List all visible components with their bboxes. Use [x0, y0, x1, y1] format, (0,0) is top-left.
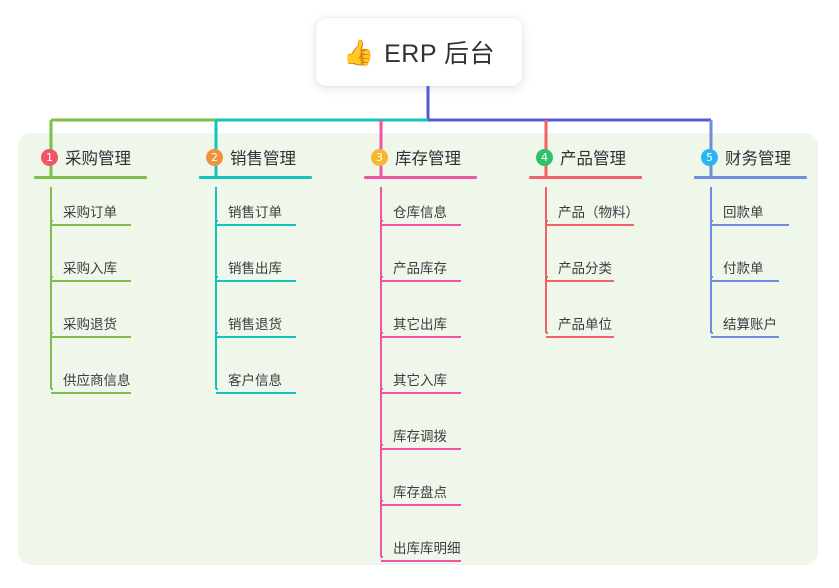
branch-item-label: 库存调拨	[393, 429, 447, 444]
branch-column-1: 1 采购管理采购订单采购入库采购退货供应商信息	[26, 145, 147, 403]
branch-item[interactable]: 采购退货	[26, 291, 147, 347]
branch-item-list: 产品（物料） 产品分类产品单位	[521, 179, 642, 347]
branch-item[interactable]: 出库库明细	[356, 515, 477, 571]
branch-header-1[interactable]: 1 采购管理	[26, 145, 147, 169]
diagram-panel	[18, 133, 818, 565]
branch-item-label: 采购入库	[63, 261, 117, 276]
branch-item-underline	[51, 224, 131, 226]
branch-item[interactable]: 销售退货	[191, 291, 312, 347]
branch-item[interactable]: 其它入库	[356, 347, 477, 403]
branch-item-label: 产品库存	[393, 261, 447, 276]
branch-item-label: 其它出库	[393, 317, 447, 332]
branch-item[interactable]: 供应商信息	[26, 347, 147, 403]
branch-item-underline	[51, 392, 131, 394]
branch-item-underline	[546, 224, 634, 226]
branch-item-underline	[51, 280, 131, 282]
branch-title: 财务管理	[725, 150, 791, 168]
branch-title: 采购管理	[65, 150, 131, 168]
branch-item-underline	[381, 336, 461, 338]
branch-item-underline	[216, 224, 296, 226]
branch-number-badge: 3	[371, 148, 388, 166]
branch-column-5: 5 财务管理回款单付款单结算账户	[686, 145, 807, 347]
branch-item[interactable]: 付款单	[686, 235, 807, 291]
branch-column-2: 2 销售管理销售订单销售出库销售退货客户信息	[191, 145, 312, 403]
branch-number-badge: 1	[41, 148, 58, 166]
branch-header-2[interactable]: 2 销售管理	[191, 145, 312, 169]
branch-item-label: 销售出库	[228, 261, 282, 276]
branch-title: 产品管理	[560, 150, 626, 168]
branch-item-underline	[216, 392, 296, 394]
branch-item-label: 结算账户	[723, 317, 777, 332]
branch-item-label: 供应商信息	[63, 373, 131, 388]
branch-item[interactable]: 客户信息	[191, 347, 312, 403]
branch-item[interactable]: 产品单位	[521, 291, 642, 347]
branch-item[interactable]: 库存调拨	[356, 403, 477, 459]
branch-item-label: 销售退货	[228, 317, 282, 332]
branch-item-underline	[546, 336, 614, 338]
branch-item-list: 采购订单采购入库采购退货供应商信息	[26, 179, 147, 403]
branch-header-4[interactable]: 4 产品管理	[521, 145, 642, 169]
branch-item-underline	[711, 280, 779, 282]
branch-item-label: 付款单	[723, 261, 764, 276]
branch-item-label: 采购订单	[63, 205, 117, 220]
branch-item-underline	[216, 280, 296, 282]
branch-title: 库存管理	[395, 150, 461, 168]
branch-item[interactable]: 仓库信息	[356, 179, 477, 235]
branch-item-underline	[216, 336, 296, 338]
branch-item-label: 出库库明细	[393, 541, 461, 556]
branch-item-list: 回款单付款单结算账户	[686, 179, 807, 347]
branch-item-label: 其它入库	[393, 373, 447, 388]
branch-header-underline	[364, 176, 477, 179]
branch-item[interactable]: 库存盘点	[356, 459, 477, 515]
branch-column-4: 4 产品管理产品（物料） 产品分类产品单位	[521, 145, 642, 347]
branch-item-underline	[381, 504, 461, 506]
root-node-erp-backend[interactable]: 👍 ERP 后台	[316, 18, 522, 86]
root-node-title: ERP 后台	[384, 40, 496, 68]
branch-item-label: 客户信息	[228, 373, 282, 388]
branch-item-underline	[381, 224, 461, 226]
branch-item-underline	[51, 336, 131, 338]
branch-item-label: 回款单	[723, 205, 764, 220]
branch-header-underline	[694, 176, 807, 179]
branch-item[interactable]: 结算账户	[686, 291, 807, 347]
branch-item-underline	[711, 336, 779, 338]
branch-header-5[interactable]: 5 财务管理	[686, 145, 807, 169]
branch-item-label: 库存盘点	[393, 485, 447, 500]
branch-item-label: 销售订单	[228, 205, 282, 220]
branch-header-underline	[199, 176, 312, 179]
branch-item-underline	[546, 280, 614, 282]
branch-item[interactable]: 回款单	[686, 179, 807, 235]
branch-item[interactable]: 产品分类	[521, 235, 642, 291]
branch-number-badge: 4	[536, 148, 553, 166]
branch-item-underline	[711, 224, 789, 226]
branch-header-3[interactable]: 3 库存管理	[356, 145, 477, 169]
branch-item[interactable]: 销售订单	[191, 179, 312, 235]
branch-header-underline	[529, 176, 642, 179]
branch-item[interactable]: 产品库存	[356, 235, 477, 291]
branch-column-3: 3 库存管理仓库信息产品库存其它出库其它入库库存调拨库存盘点出库库明细	[356, 145, 477, 571]
branch-item[interactable]: 采购订单	[26, 179, 147, 235]
branch-number-badge: 5	[701, 148, 718, 166]
branch-item[interactable]: 其它出库	[356, 291, 477, 347]
branch-item[interactable]: 销售出库	[191, 235, 312, 291]
branch-title: 销售管理	[230, 150, 296, 168]
branch-header-underline	[34, 176, 147, 179]
branch-item-underline	[381, 280, 461, 282]
branch-item-list: 销售订单销售出库销售退货客户信息	[191, 179, 312, 403]
branch-item-underline	[381, 392, 461, 394]
branch-item-label: 产品单位	[558, 317, 612, 332]
branch-item-underline	[381, 448, 461, 450]
branch-item[interactable]: 采购入库	[26, 235, 147, 291]
branch-item-label: 产品分类	[558, 261, 612, 276]
thumbs-up-icon: 👍	[342, 38, 375, 67]
branch-number-badge: 2	[206, 148, 223, 166]
branch-item-label: 采购退货	[63, 317, 117, 332]
branch-item[interactable]: 产品（物料）	[521, 179, 642, 235]
branch-item-label: 产品（物料）	[558, 205, 639, 220]
branch-item-label: 仓库信息	[393, 205, 447, 220]
branch-item-list: 仓库信息产品库存其它出库其它入库库存调拨库存盘点出库库明细	[356, 179, 477, 571]
branch-item-underline	[381, 560, 461, 562]
